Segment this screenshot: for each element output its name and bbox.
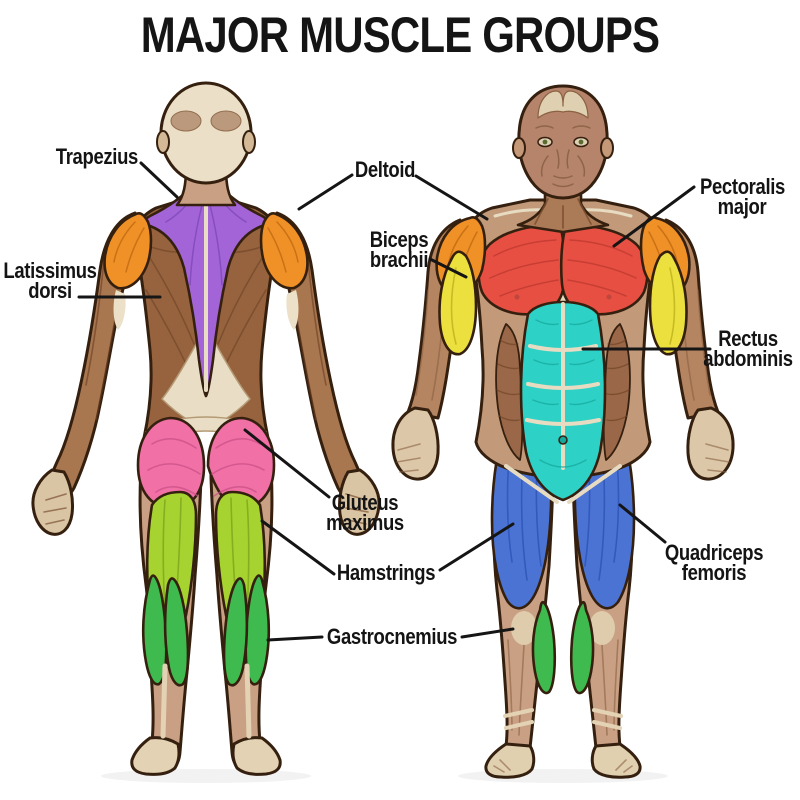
back-arm-details: [43, 259, 369, 525]
pectoralis-major-muscle: [477, 224, 649, 316]
ankle-bands: [503, 708, 623, 730]
back-tricep-highlight-right: [286, 290, 299, 330]
front-leg-details: [493, 639, 633, 773]
label-deltoid: Deltoid: [354, 157, 416, 182]
leader-biceps-brachii: [428, 257, 468, 279]
pectoralis-striations: [489, 239, 637, 297]
leader-gastrocnemius-right: [460, 627, 515, 639]
leader-lines: [77, 161, 712, 642]
label-latissimus-dorsi: Latissimus dorsi: [3, 258, 97, 304]
leader-gastrocnemius-left: [266, 635, 324, 642]
deltoid-striations-back: [113, 221, 299, 273]
deltoid-muscle-back: [103, 211, 309, 290]
page-title: MAJOR MUSCLE GROUPS: [140, 7, 660, 63]
leader-trapezius: [139, 161, 179, 199]
eye-left: [542, 139, 548, 145]
gluteus-maximus-muscle: [136, 416, 276, 510]
back-figure-illustration: [31, 81, 381, 776]
leader-pectoralis-major: [612, 185, 696, 248]
front-head: [512, 84, 614, 200]
rib-oblique-muscles: [495, 323, 631, 461]
rib-striations: [496, 339, 630, 422]
label-gastrocnemius: Gastrocnemius: [326, 624, 458, 649]
navel: [558, 435, 568, 445]
shadow-back-figure: [101, 769, 311, 783]
leader-deltoid-left: [297, 173, 354, 211]
back-tricep-highlight-left: [113, 290, 126, 330]
achilles-tendons: [160, 663, 252, 739]
label-hamstrings: Hamstrings: [336, 560, 436, 585]
leader-gluteus-maximus: [243, 428, 331, 499]
back-muscle-striations: [145, 245, 267, 369]
leader-hamstrings-left: [260, 519, 336, 576]
back-head: [156, 81, 256, 207]
nipple-left: [514, 294, 520, 300]
label-rectus-abdominis: Rectus abdominis: [703, 326, 793, 372]
gluteus-striations: [147, 438, 265, 497]
knee-left: [511, 611, 537, 645]
eye-right: [578, 139, 584, 145]
label-quadriceps-femoris: Quadriceps femoris: [664, 540, 764, 586]
nipple-right: [606, 294, 612, 300]
label-trapezius: Trapezius: [55, 144, 139, 169]
abs-striations: [532, 319, 596, 468]
gastrocnemius-muscle-front: [531, 600, 595, 695]
leader-quadriceps-femoris: [618, 503, 667, 544]
gastrocnemius-muscle-back: [141, 574, 271, 687]
front-figure-illustration: [391, 84, 735, 779]
label-gluteus-maximus: Gluteus maximus: [326, 490, 404, 536]
facial-muscle-lines: [535, 125, 591, 188]
label-biceps-brachii: Biceps brachii: [369, 227, 429, 273]
leader-deltoid-right: [414, 174, 489, 221]
knee-right: [589, 611, 615, 645]
pelvis-lines: [504, 464, 622, 504]
label-pectoralis-major: Pectoralis major: [700, 174, 785, 220]
leader-hamstrings-right: [438, 522, 515, 572]
biceps-striations: [450, 267, 676, 345]
